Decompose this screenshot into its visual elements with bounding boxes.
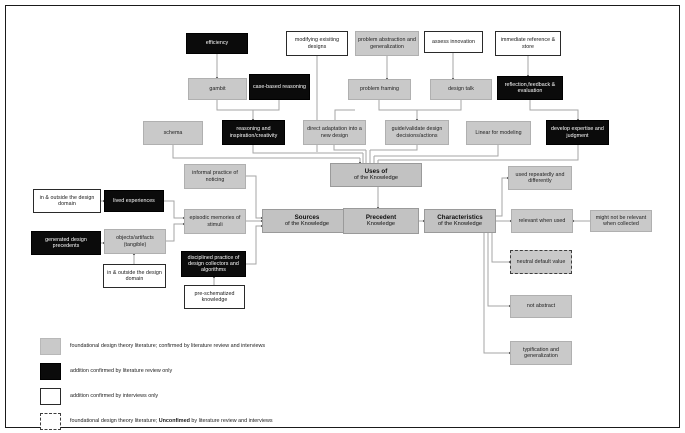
node-label: used repeatedly and differently	[515, 171, 565, 184]
node-label: reflection,feedback & evaluation	[504, 81, 556, 94]
node-label: assess innovation	[432, 38, 475, 45]
node-label: neutral default value	[516, 258, 566, 265]
node-might-not-be-relevant[interactable]: might not be relevant when collected	[590, 210, 652, 232]
legend-label: foundational design theory literature; c…	[70, 343, 266, 349]
node-pre-schematized-knowledge[interactable]: pre-schematized knowledge	[184, 285, 245, 309]
node-typification-generalization[interactable]: typification and generalization	[510, 341, 572, 365]
node-efficiency[interactable]: efficiency	[186, 33, 248, 54]
legend-label: addition confirmed by literature review …	[70, 368, 173, 374]
node-gambit[interactable]: gambit	[188, 78, 247, 100]
node-label: problem framing	[359, 86, 400, 93]
core-node-title: Sources	[294, 214, 320, 222]
legend-swatch-white	[40, 388, 61, 405]
node-label: modifying exisiting designs	[294, 37, 340, 50]
node-label: design talk	[448, 86, 474, 93]
node-linear-for-modeling[interactable]: Linear for modeling	[466, 121, 531, 145]
node-label: informal practice of noticing	[192, 170, 238, 183]
core-node-subtitle: of the Knowledge	[284, 221, 330, 228]
node-design-talk[interactable]: design talk	[430, 79, 492, 100]
node-label: in & outside the design domain	[107, 269, 162, 282]
node-label: reasoning and inspiration/creativity	[229, 126, 278, 139]
node-objects-artifacts-tangible[interactable]: objects/artifacts (tangible)	[104, 229, 166, 254]
node-in-outside-design-domain-2[interactable]: in & outside the design domain	[103, 264, 166, 288]
legend-label: addition confirmed by interviews only	[70, 393, 159, 399]
node-label: develop expertise and judgment	[551, 126, 604, 139]
node-develop-expertise-judgment[interactable]: develop expertise and judgment	[546, 120, 609, 145]
node-label: case-based reasoning	[252, 83, 307, 90]
node-label: not abstract	[526, 303, 556, 310]
node-schema[interactable]: schema	[143, 121, 203, 145]
node-label: relevant when used	[518, 217, 566, 224]
node-label: might not be relevant when collected	[595, 214, 647, 227]
node-label: Linear for modeling	[475, 129, 522, 136]
node-informal-practice-noticing[interactable]: informal practice of noticing	[184, 164, 246, 189]
node-label: in & outside the design domain	[39, 194, 95, 207]
node-assess-innovation[interactable]: assess innovation	[424, 31, 483, 53]
legend-label: foundational design theory literature; U…	[70, 418, 273, 424]
node-in-outside-design-domain-1[interactable]: in & outside the design domain	[33, 189, 101, 213]
node-case-based-reasoning[interactable]: case-based reasoning	[249, 74, 310, 100]
legend-label-emphasis: Unconfimed	[158, 418, 190, 424]
node-reflection-feedback-evaluation[interactable]: reflection,feedback & evaluation	[497, 76, 563, 100]
node-label: disciplined practice of design collector…	[187, 254, 240, 274]
core-node-title: Characteristics	[437, 214, 483, 222]
node-label: immediate reference & store	[500, 37, 556, 50]
node-lived-experiences[interactable]: lived experiences	[104, 190, 164, 212]
node-label: generated design precedents	[45, 236, 87, 249]
legend-swatch-dashed	[40, 413, 61, 430]
core-node-title: Uses of	[364, 168, 388, 176]
core-node-subtitle: Knowledge	[366, 221, 396, 228]
node-label: efficiency	[205, 40, 229, 47]
node-disciplined-practice[interactable]: disciplined practice of design collector…	[181, 251, 246, 277]
node-used-repeatedly-differently[interactable]: used repeatedly and differently	[508, 166, 572, 190]
node-label: problem abstraction and generalization	[358, 37, 416, 50]
legend-swatch-black	[40, 363, 61, 380]
node-reasoning-inspiration-creativity[interactable]: reasoning and inspiration/creativity	[222, 120, 285, 145]
node-label: objects/artifacts (tangible)	[116, 235, 154, 248]
core-node-subtitle: of the Knowledge	[353, 175, 399, 182]
core-node-subtitle: of the Knowledge	[437, 221, 483, 228]
node-episodic-memories-stimuli[interactable]: episodic memories of stimuli	[184, 209, 246, 234]
node-problem-framing[interactable]: problem framing	[348, 79, 411, 100]
node-immediate-reference-store[interactable]: immediate reference & store	[495, 31, 561, 56]
node-label: direct adaptation into a new design	[307, 126, 362, 139]
legend-swatch-gray	[40, 338, 61, 355]
node-label: schema	[163, 129, 183, 136]
core-node-title: Precedent	[365, 214, 397, 222]
node-direct-adaptation[interactable]: direct adaptation into a new design	[303, 120, 366, 145]
node-label: gambit	[209, 85, 226, 92]
node-relevant-when-used[interactable]: relevant when used	[511, 209, 573, 233]
node-generated-design-precedents[interactable]: generated design precedents	[31, 231, 101, 255]
node-label: guide/validate design decisions/actions	[391, 126, 443, 139]
node-guide-validate-design[interactable]: guide/validate design decisions/actions	[385, 120, 449, 145]
node-label: pre-schematized knowledge	[194, 290, 235, 303]
node-label: episodic memories of stimuli	[189, 215, 241, 228]
node-label: typification and generalization	[522, 346, 560, 359]
node-neutral-default-value[interactable]: neutral default value	[510, 250, 572, 274]
node-label: lived experiences	[113, 197, 155, 204]
node-problem-abstraction[interactable]: problem abstraction and generalization	[355, 31, 419, 56]
node-not-abstract[interactable]: not abstract	[510, 295, 572, 318]
node-modifying-existing-designs[interactable]: modifying exisiting designs	[286, 31, 348, 56]
